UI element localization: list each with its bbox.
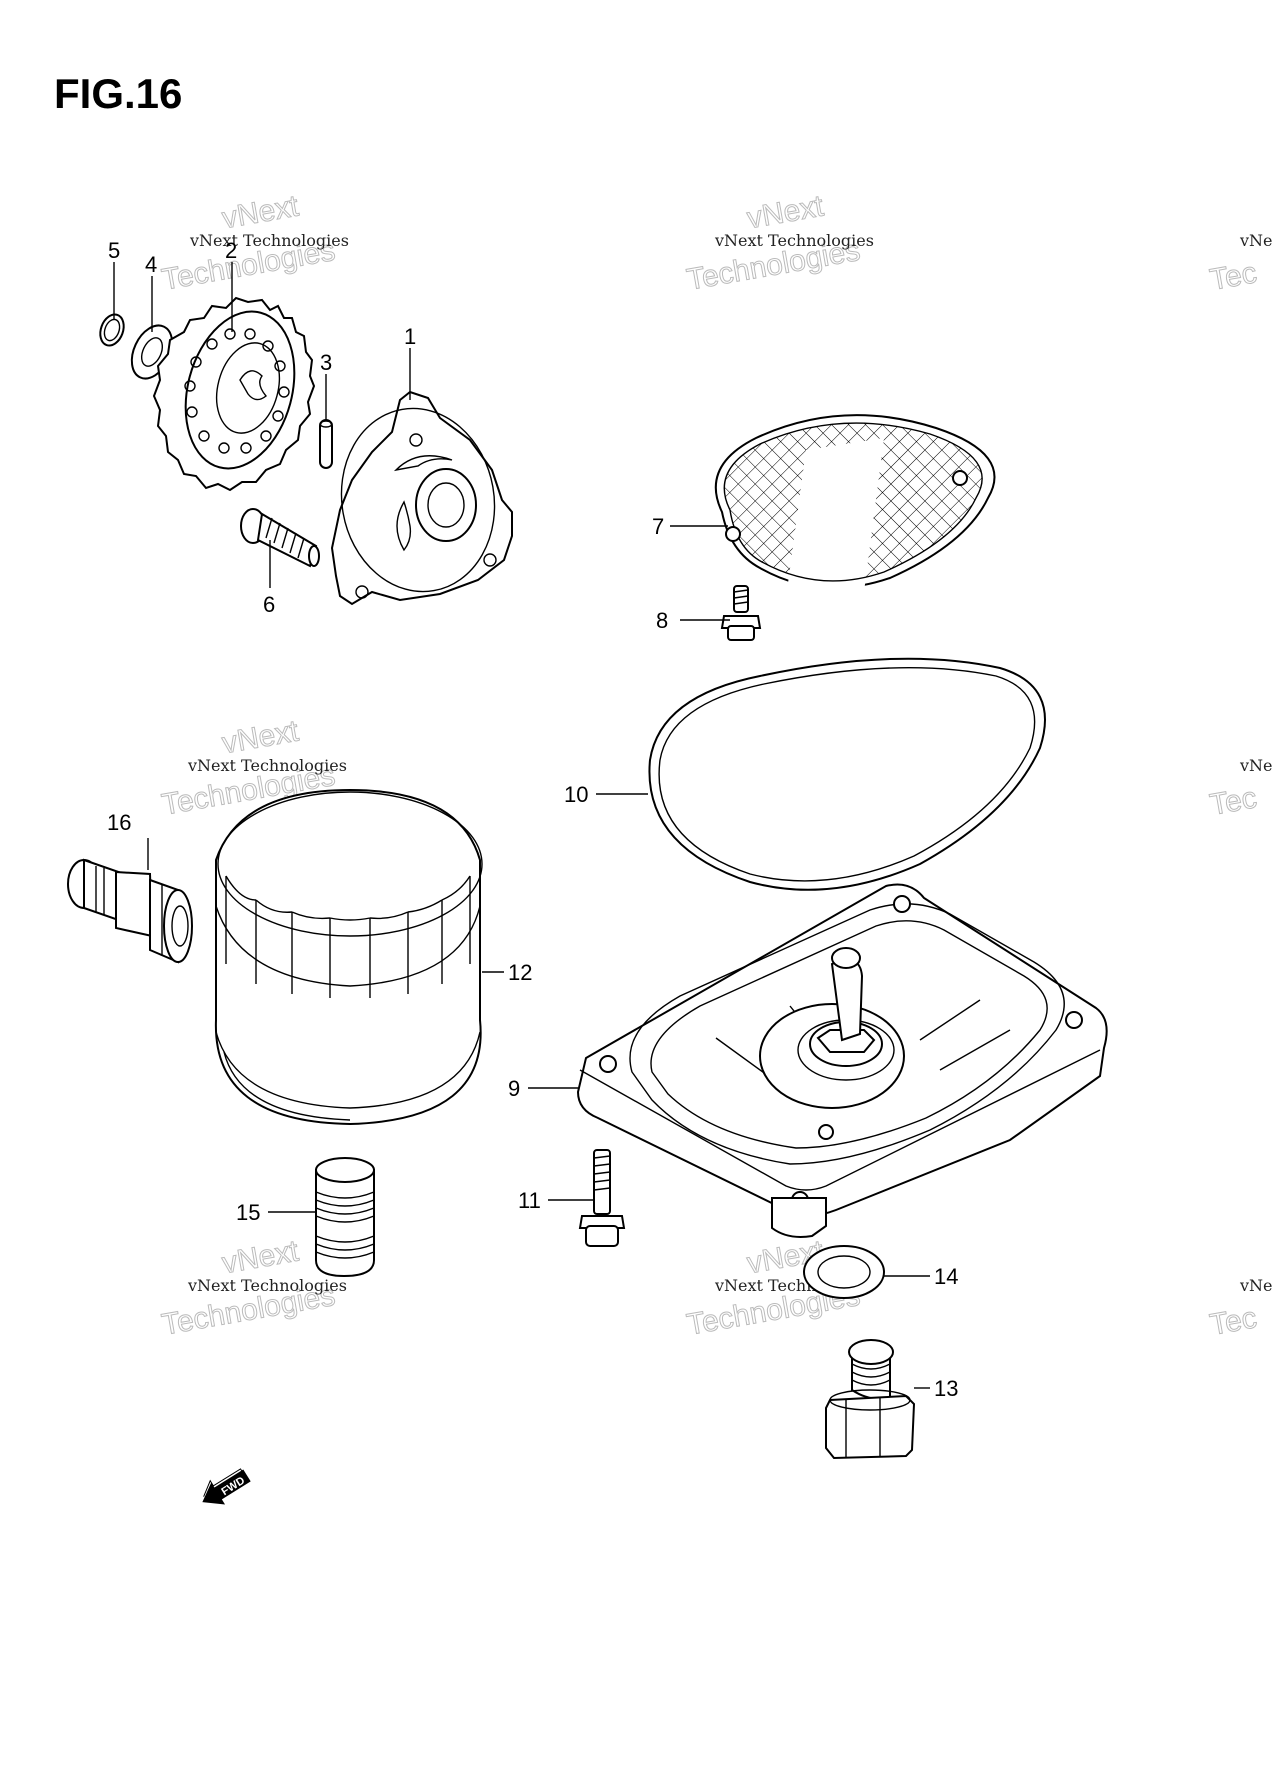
callout-15: 15 xyxy=(236,1200,260,1225)
part-3-pin xyxy=(319,419,333,469)
callout-12: 12 xyxy=(508,960,532,985)
part-13-drain-plug xyxy=(825,1339,916,1460)
watermark-big-a: vNext xyxy=(745,189,827,235)
watermark-edge-small: vNe xyxy=(1239,231,1273,250)
part-8-bolt xyxy=(720,585,762,641)
watermark-small: vNext Technologies xyxy=(714,231,874,250)
watermark-edge-small: vNe xyxy=(1239,1276,1273,1295)
callout-10: 10 xyxy=(564,782,588,807)
watermark-edge-big: Tec xyxy=(1207,256,1259,297)
figure-title: FIG.16 xyxy=(54,70,183,117)
callout-4: 4 xyxy=(145,252,157,277)
watermark-small: vNext Technologies xyxy=(187,756,347,775)
callout-3: 3 xyxy=(320,350,332,375)
watermark-big-a: vNext xyxy=(220,189,302,235)
callout-14: 14 xyxy=(934,1264,958,1289)
fwd-arrow-badge: FWD xyxy=(202,1468,251,1505)
part-14-washer xyxy=(803,1245,885,1299)
part-7-oil-strainer xyxy=(714,414,996,598)
leader-lines xyxy=(113,262,930,1389)
callout-6: 6 xyxy=(263,592,275,617)
callout-8: 8 xyxy=(656,608,668,633)
part-11-bolt xyxy=(578,1149,626,1247)
callout-1: 1 xyxy=(404,324,416,349)
callout-13: 13 xyxy=(934,1376,958,1401)
part-2-gear xyxy=(152,296,316,492)
part-16-oil-sender xyxy=(67,858,193,964)
callout-5: 5 xyxy=(108,238,120,263)
part-15-pipe xyxy=(315,1157,375,1278)
watermark-big-a: vNext xyxy=(220,1234,302,1280)
callout-11: 11 xyxy=(518,1188,541,1213)
callout-9: 9 xyxy=(508,1076,520,1101)
watermark-edge-small: vNe xyxy=(1239,756,1273,775)
part-9-oil-pan xyxy=(576,883,1108,1238)
part-6-bolt xyxy=(240,508,320,568)
watermark-big-a: vNext xyxy=(220,714,302,760)
watermark-small: vNext Technologies xyxy=(189,231,349,250)
callout-16: 16 xyxy=(107,810,131,835)
part-1-oil-pump xyxy=(330,390,513,606)
watermark-edge-big: Tec xyxy=(1207,781,1259,822)
part-10-gasket xyxy=(648,657,1046,891)
part-12-oil-filter xyxy=(214,788,483,1126)
watermark-edge-big: Tec xyxy=(1207,1301,1259,1342)
callout-7: 7 xyxy=(652,514,664,539)
callout-numbers: 5 4 2 3 1 6 7 8 10 16 12 9 11 15 14 13 xyxy=(107,238,958,1401)
callout-2: 2 xyxy=(225,238,237,263)
watermark-small: vNext Technologies xyxy=(187,1276,347,1295)
part-5-circlip xyxy=(99,313,125,347)
